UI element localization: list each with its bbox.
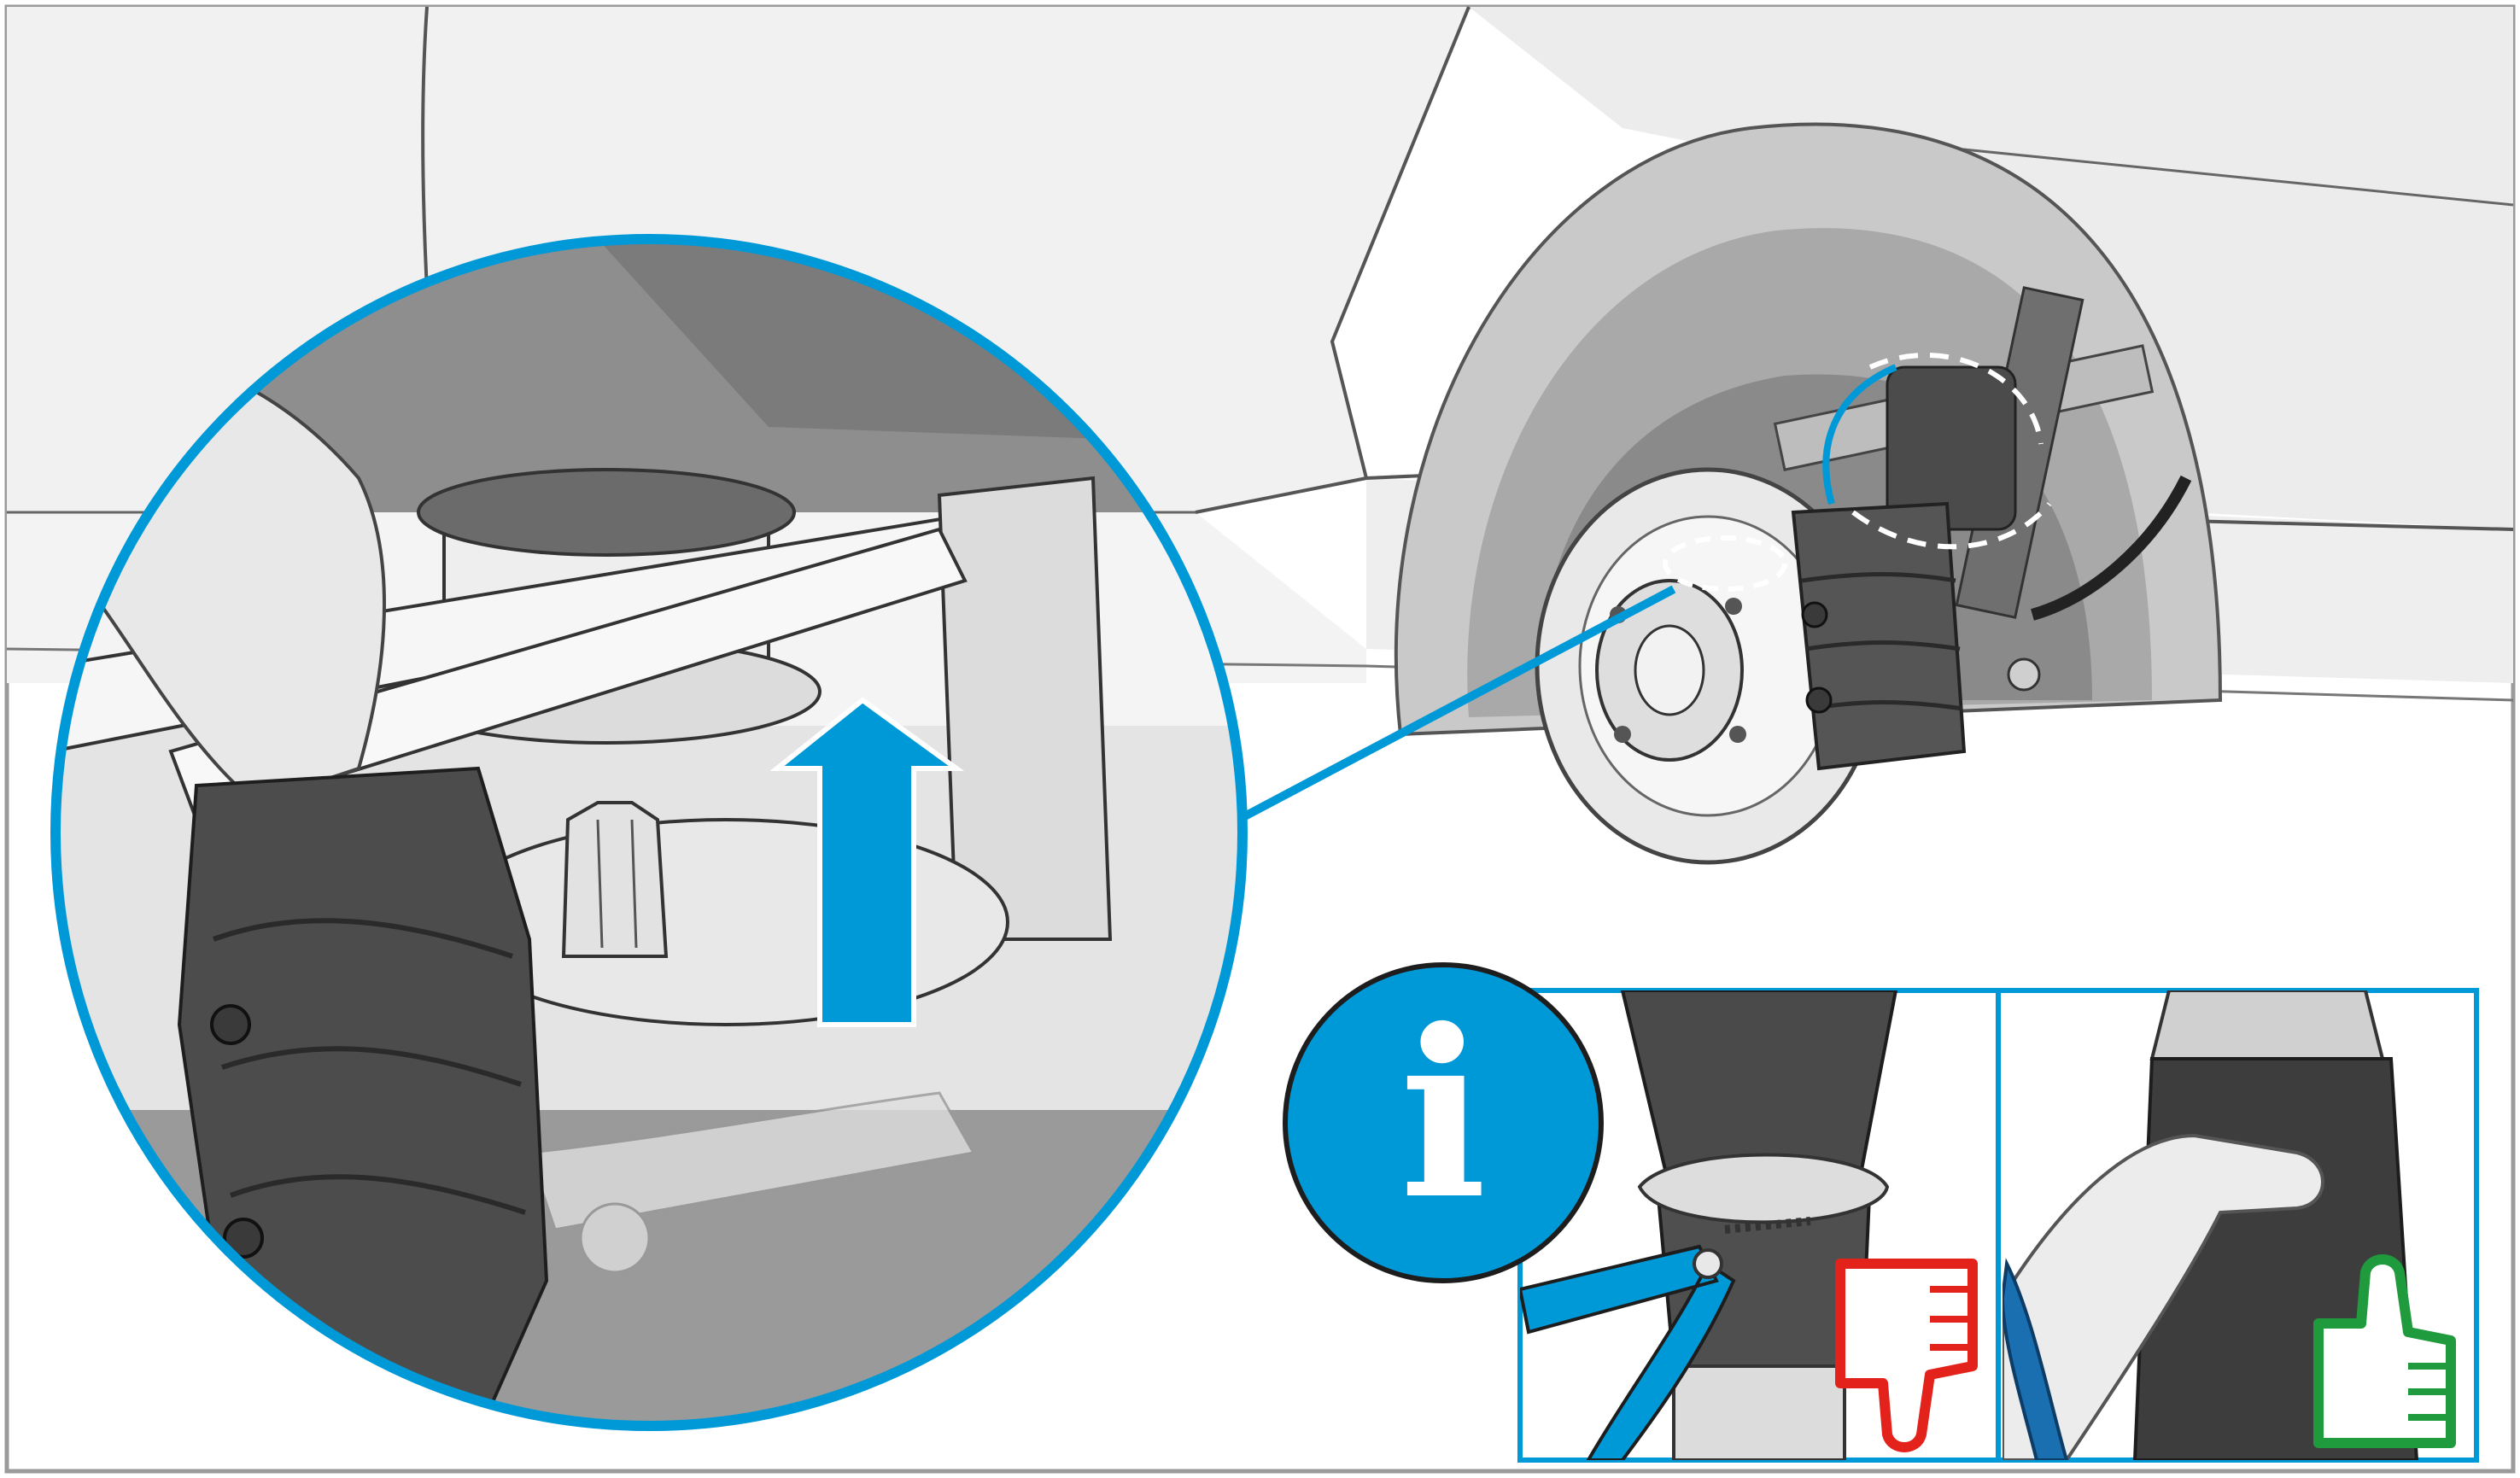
thumbs-up-icon (2313, 1254, 2456, 1448)
info-badge-letter: i (1400, 979, 1488, 1250)
clamp (1637, 1153, 1890, 1224)
wrench-handle (168, 527, 968, 822)
hub-highlight (1663, 535, 1787, 592)
brake-disc (1535, 467, 1881, 865)
info-icon (1283, 962, 1604, 1283)
gloved-hand (2003, 1133, 2324, 1460)
brake-hose (1822, 364, 1897, 505)
magnifier-circle (50, 234, 1248, 1431)
brake-caliper (1791, 501, 1967, 771)
suspension-assembly (1773, 286, 2192, 692)
pliers (1520, 1244, 1736, 1460)
magnified-detail (56, 239, 1242, 1426)
glove-hand-lower (177, 766, 549, 1426)
highlight-dashes (1851, 353, 2052, 550)
info-panel: i (1283, 962, 2479, 1463)
thumbs-down-icon (1835, 1259, 1978, 1452)
panel-wrong (1520, 990, 1898, 1460)
magnifier-pointer-line (1236, 585, 1676, 824)
up-arrow-icon (769, 697, 965, 1027)
